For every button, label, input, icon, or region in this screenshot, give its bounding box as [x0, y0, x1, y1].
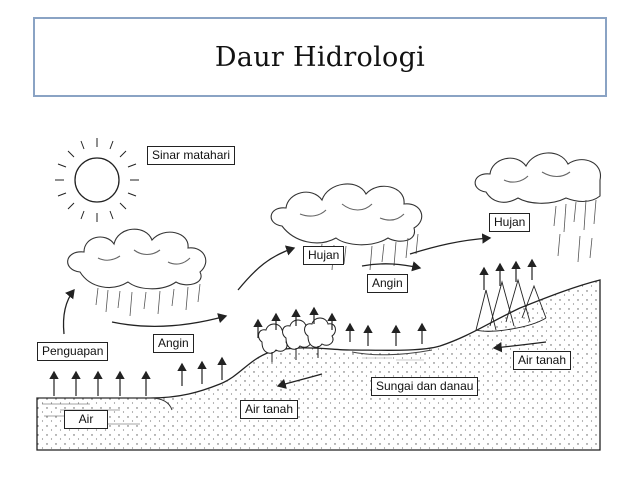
tree-icon — [258, 317, 336, 362]
label-penguapan: Penguapan — [37, 342, 109, 361]
cloud-icon — [474, 152, 601, 204]
sun-icon — [55, 138, 139, 222]
label-angin-left: Angin — [153, 334, 194, 353]
page-title: Daur Hidrologi — [214, 41, 426, 73]
label-air-tanah-right: Air tanah — [513, 351, 572, 370]
label-air-tanah-left: Air tanah — [240, 400, 299, 419]
label-sungai-dan-danau: Sungai dan danau — [371, 377, 479, 396]
label-hujan-right: Hujan — [489, 213, 531, 232]
title-frame: Daur Hidrologi — [33, 17, 607, 97]
label-air: Air — [64, 410, 108, 429]
tree-icon — [475, 278, 547, 332]
ground — [36, 279, 601, 451]
arrow-icon — [62, 233, 492, 335]
cloud-icon — [67, 228, 207, 290]
arrow-icon — [49, 258, 537, 396]
rain-icon — [553, 199, 597, 263]
label-angin-right: Angin — [367, 274, 408, 293]
rain-icon — [95, 283, 201, 317]
cloud-icon — [270, 183, 423, 246]
label-hujan-middle: Hujan — [303, 246, 345, 265]
label-sinar-matahari: Sinar matahari — [147, 146, 236, 165]
arrow-icon — [276, 341, 547, 389]
